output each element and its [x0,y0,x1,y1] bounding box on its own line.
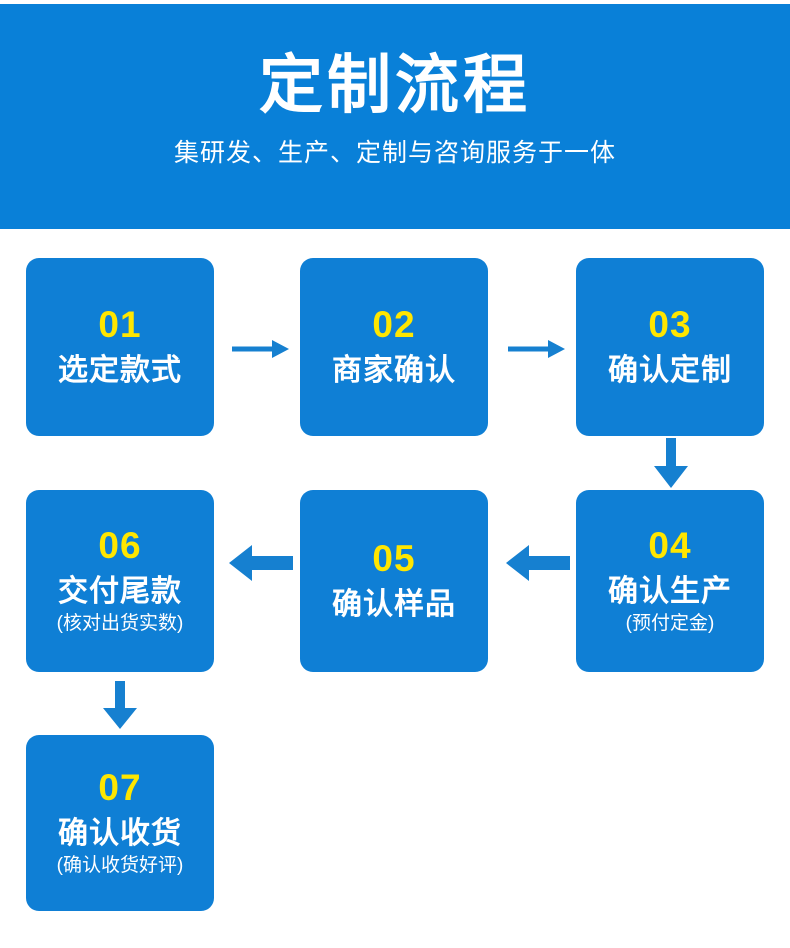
step-label: 选定款式 [58,354,182,388]
step-box-03[interactable]: 03 确认定制 [576,258,764,436]
arrow-05-to-06-icon [228,540,294,586]
step-number: 04 [648,525,692,567]
step-number: 07 [98,767,142,809]
arrow-04-to-05-icon [505,540,571,586]
step-sublabel: (核对出货实数) [56,612,184,634]
step-box-04[interactable]: 04 确认生产 (预付定金) [576,490,764,672]
step-label: 确认样品 [332,588,456,622]
arrow-01-to-02-icon [232,329,290,369]
step-box-05[interactable]: 05 确认样品 [300,490,488,672]
page-title: 定制流程 [259,48,531,121]
page-subtitle: 集研发、生产、定制与咨询服务于一体 [173,139,616,168]
step-number: 05 [372,538,416,580]
step-number: 03 [648,304,692,346]
step-box-07[interactable]: 07 确认收货 (确认收货好评) [26,735,214,911]
step-box-01[interactable]: 01 选定款式 [26,258,214,436]
step-box-02[interactable]: 02 商家确认 [300,258,488,436]
step-number: 06 [98,525,142,567]
step-sublabel: (预付定金) [625,612,715,634]
step-box-06[interactable]: 06 交付尾款 (核对出货实数) [26,490,214,672]
step-number: 01 [98,304,142,346]
step-label: 确认定制 [608,354,732,388]
step-number: 02 [372,304,416,346]
header-banner: 定制流程 集研发、生产、定制与咨询服务于一体 [0,4,790,229]
step-label: 商家确认 [332,354,456,388]
arrow-03-to-04-icon [653,438,689,490]
step-label: 确认收货 [58,817,182,851]
arrow-02-to-03-icon [508,329,566,369]
step-label: 交付尾款 [58,575,182,609]
step-label: 确认生产 [608,575,732,609]
step-sublabel: (确认收货好评) [56,854,184,876]
arrow-06-to-07-icon [102,681,138,731]
